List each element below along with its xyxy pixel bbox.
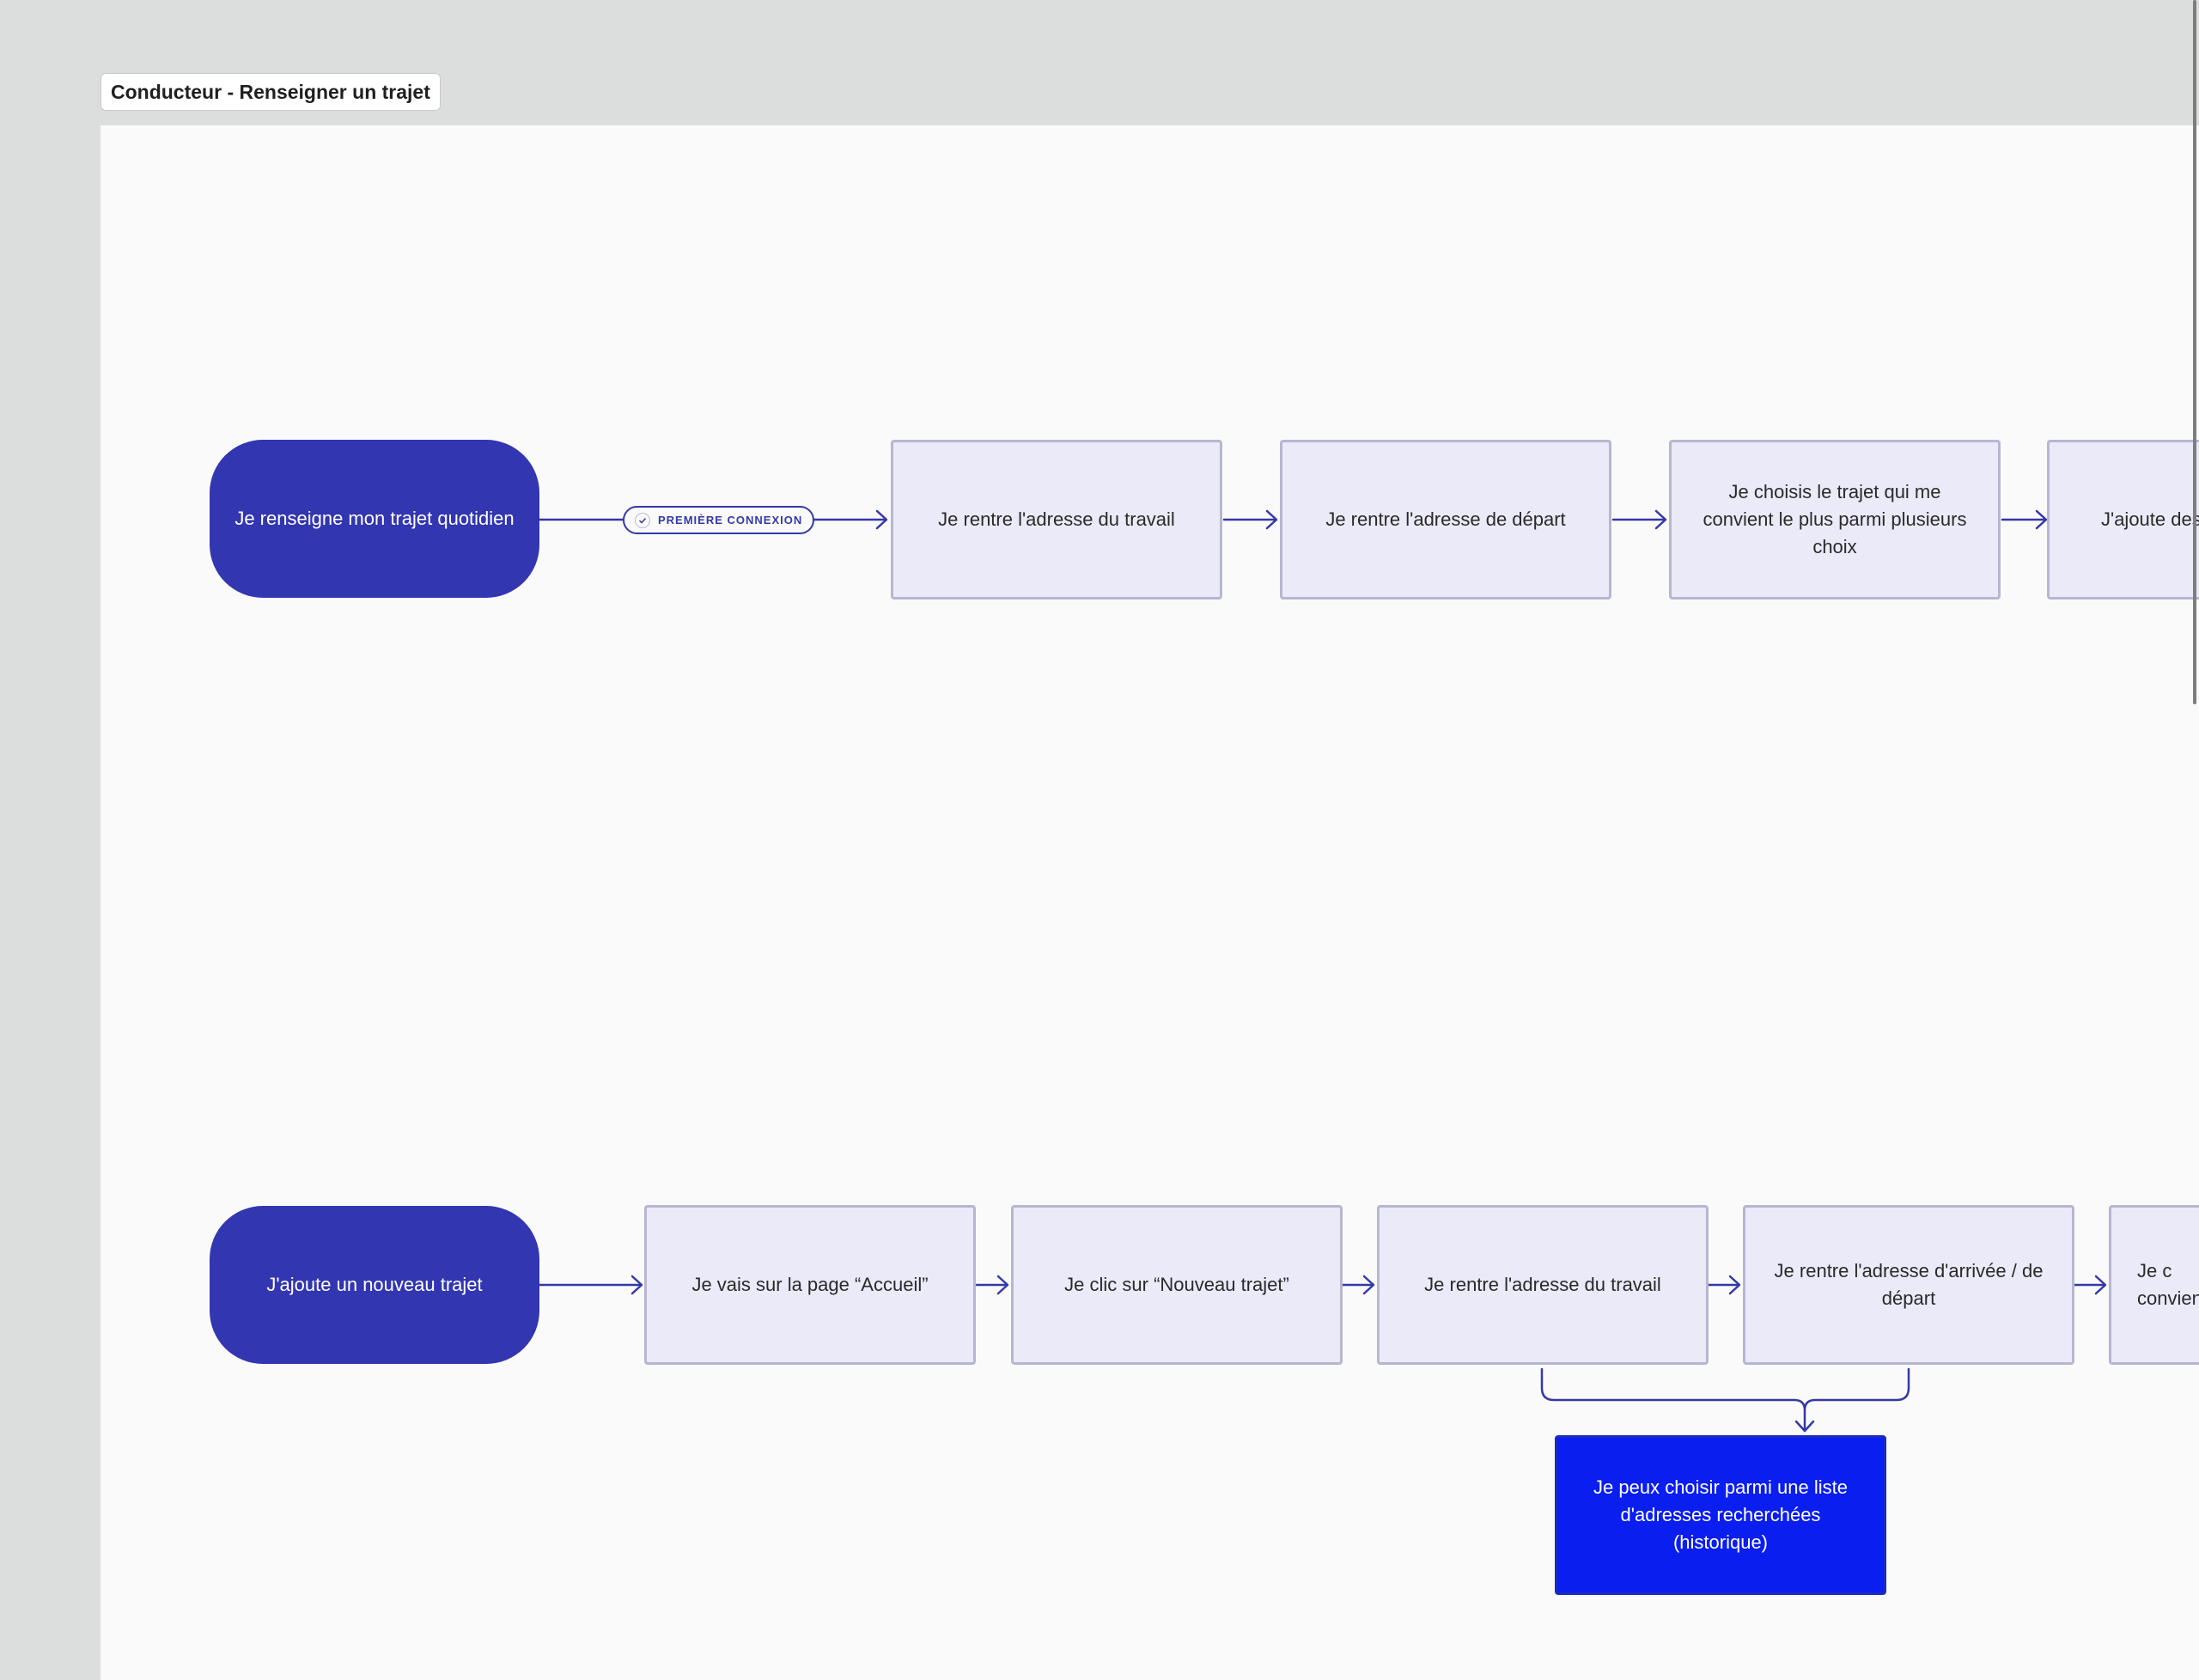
arrow-right-icon: [1654, 509, 1667, 530]
step-node[interactable]: Je rentre l'adresse du travail: [1377, 1205, 1709, 1365]
start-node[interactable]: Je renseigne mon trajet quotidien: [210, 440, 539, 598]
step-node[interactable]: Je clic sur “Nouveau trajet”: [1011, 1205, 1343, 1365]
connector-layer: [538, 509, 2107, 1433]
step-node[interactable]: Je c convien: [2109, 1205, 2199, 1365]
step-node[interactable]: Je rentre l'adresse d'arrivée / de dépar…: [1743, 1205, 2074, 1365]
condition-text: PREMIÈRE CONNEXION: [658, 514, 803, 527]
step-node[interactable]: Je rentre l'adresse du travail: [891, 440, 1222, 600]
arrow-right-icon: [996, 1275, 1009, 1295]
arrow-right-icon: [1728, 1275, 1741, 1295]
arrow-right-icon: [2094, 1275, 2107, 1295]
step-node[interactable]: Je vais sur la page “Accueil”: [644, 1205, 976, 1365]
note-node[interactable]: Je peux choisir parmi une liste d'adress…: [1555, 1435, 1886, 1595]
scrollbar[interactable]: [2193, 0, 2196, 704]
step-node[interactable]: Je choisis le trajet qui me convient le …: [1669, 440, 2001, 600]
frame-title[interactable]: Conducteur - Renseigner un trajet: [101, 73, 441, 111]
chevron-down-icon: [1794, 1420, 1815, 1433]
connector-merge-to-note: [1540, 1367, 1910, 1433]
arrow-right-icon: [1362, 1275, 1375, 1295]
step-node[interactable]: J'ajoute des: [2047, 440, 2199, 600]
start-node[interactable]: J'ajoute un nouveau trajet: [210, 1206, 539, 1364]
arrow-right-icon: [2035, 509, 2048, 530]
step-node[interactable]: Je rentre l'adresse de départ: [1280, 440, 1611, 600]
check-icon: [635, 512, 650, 528]
arrow-right-icon: [875, 509, 888, 530]
diagram-canvas: Je renseigne mon trajet quotidien PREMIÈ…: [101, 125, 2199, 1680]
arrow-right-icon: [630, 1275, 643, 1295]
condition-label[interactable]: PREMIÈRE CONNEXION: [623, 506, 815, 534]
arrow-right-icon: [1265, 509, 1278, 530]
